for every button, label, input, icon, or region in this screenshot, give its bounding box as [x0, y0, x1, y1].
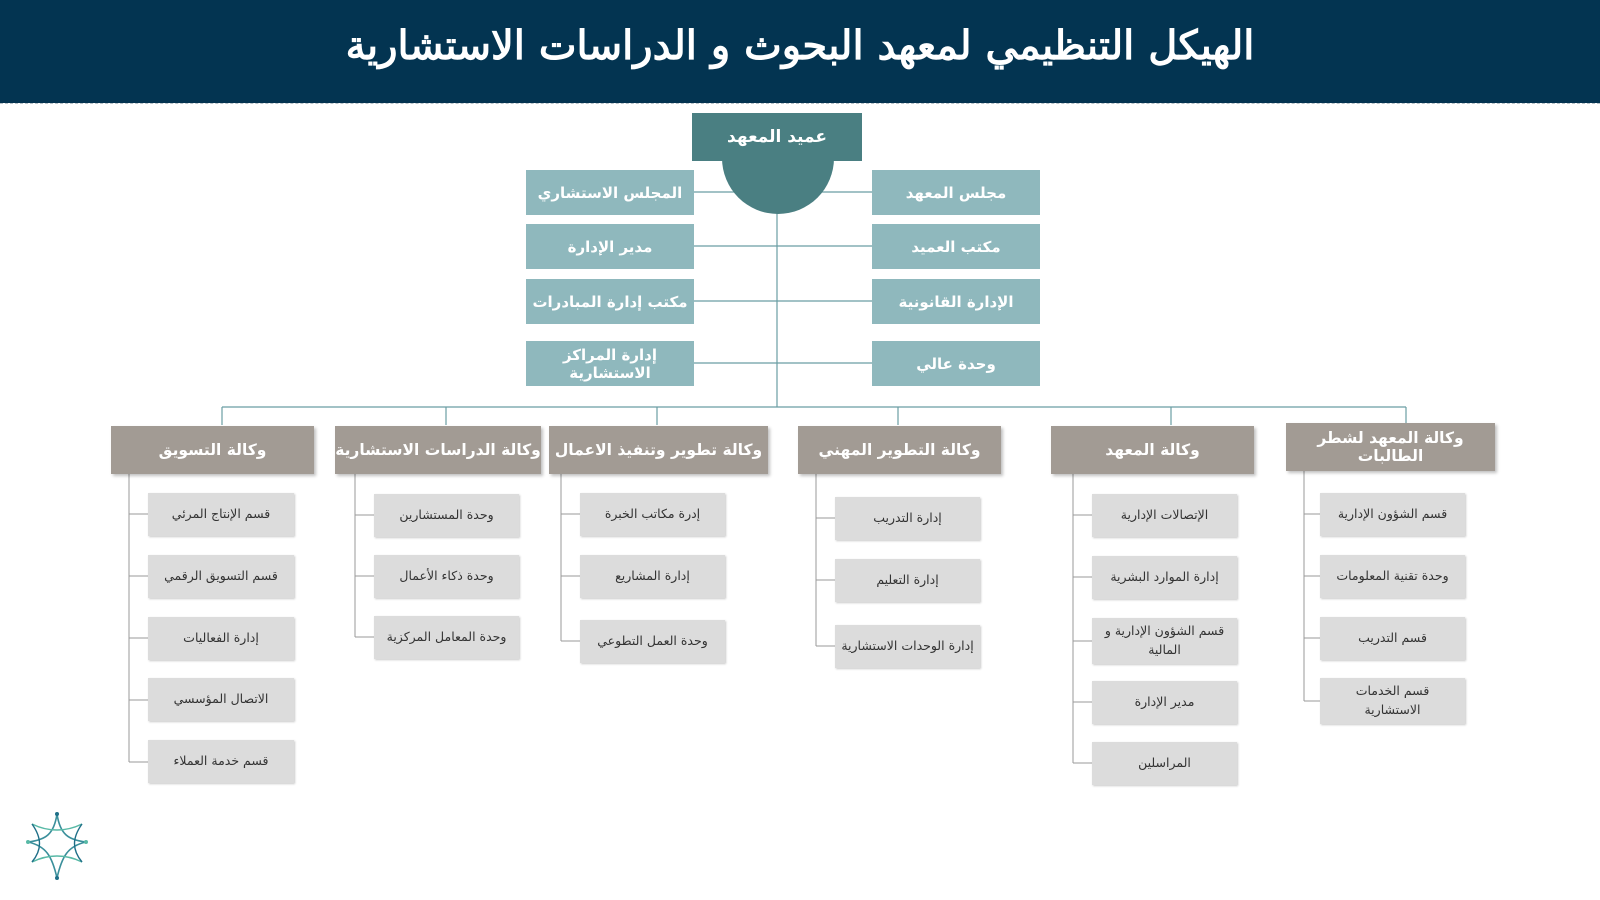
staff-box-consulting-centers: إدارة المراكز الاستشارية: [526, 341, 694, 386]
unit-box-institute-3: قسم الشؤون الإدارية و المالية: [1092, 618, 1237, 664]
unit-box-business-3: وحدة العمل التطوعي: [580, 620, 725, 663]
unit-box-marketing-4: الاتصال المؤسسي: [148, 678, 294, 721]
header-banner: الهيكل التنظيمي لمعهد البحوث و الدراسات …: [0, 0, 1600, 103]
unit-box-professional-2: إدارة التعليم: [835, 559, 980, 602]
unit-box-institute-5: المراسلين: [1092, 742, 1237, 785]
agency-box-marketing: وكالة التسويق: [111, 426, 314, 474]
header-divider: [0, 103, 1600, 104]
staff-box-dean-office: مكتب العميد: [872, 224, 1040, 269]
unit-box-institute-2: إدارة الموارد البشرية: [1092, 556, 1237, 599]
staff-box-aali-unit: وحدة عالي: [872, 341, 1040, 386]
staff-box-admin-director: مدير الإدارة: [526, 224, 694, 269]
dean-box: عميد المعهد: [692, 113, 862, 161]
unit-box-female-4: قسم الخدمات الاستشارية: [1320, 678, 1465, 724]
unit-box-female-3: قسم التدريب: [1320, 617, 1465, 660]
unit-box-female-1: قسم الشؤون الإدارية: [1320, 493, 1465, 536]
staff-box-institute-council: مجلس المعهد: [872, 170, 1040, 215]
unit-box-business-2: إدارة المشاريع: [580, 555, 725, 598]
unit-box-marketing-5: قسم خدمة العملاء: [148, 740, 294, 783]
unit-box-professional-1: إدارة التدريب: [835, 497, 980, 540]
agency-box-professional-development: وكالة التطوير المهني: [798, 426, 1001, 474]
agency-box-institute: وكالة المعهد: [1051, 426, 1254, 474]
unit-box-consulting-1: وحدة المستشارين: [374, 494, 519, 537]
unit-box-institute-1: الإتصالات الإدارية: [1092, 494, 1237, 537]
agency-box-consulting-studies: وكالة الدراسات الاستشارية: [335, 426, 541, 474]
staff-box-advisory-council: المجلس الاستشاري: [526, 170, 694, 215]
unit-box-marketing-2: قسم التسويق الرقمي: [148, 555, 294, 598]
agency-box-business-development: وكالة تطوير وتنفيذ الاعمال: [549, 426, 768, 474]
page-title: الهيكل التنظيمي لمعهد البحوث و الدراسات …: [345, 22, 1255, 69]
unit-box-consulting-2: وحدة ذكاء الأعمال: [374, 555, 519, 598]
agency-box-female-section: وكالة المعهد لشطر الطالبات: [1286, 423, 1495, 471]
unit-box-institute-4: مدير الإدارة: [1092, 681, 1237, 724]
unit-box-professional-3: إدارة الوحدات الاستشارية: [835, 625, 980, 668]
staff-box-initiatives-office: مكتب إدارة المبادرات: [526, 279, 694, 324]
unit-box-female-2: وحدة تقنية المعلومات: [1320, 555, 1465, 598]
unit-box-marketing-3: إدارة الفعاليات: [148, 617, 294, 660]
unit-box-business-1: إدرة مكاتب الخبرة: [580, 493, 725, 536]
unit-box-consulting-3: وحدة المعامل المركزية: [374, 616, 519, 659]
staff-box-legal-department: الإدارة القانونية: [872, 279, 1040, 324]
star-logo-icon: [26, 812, 88, 880]
unit-box-marketing-1: قسم الإنتاج المرئي: [148, 493, 294, 536]
